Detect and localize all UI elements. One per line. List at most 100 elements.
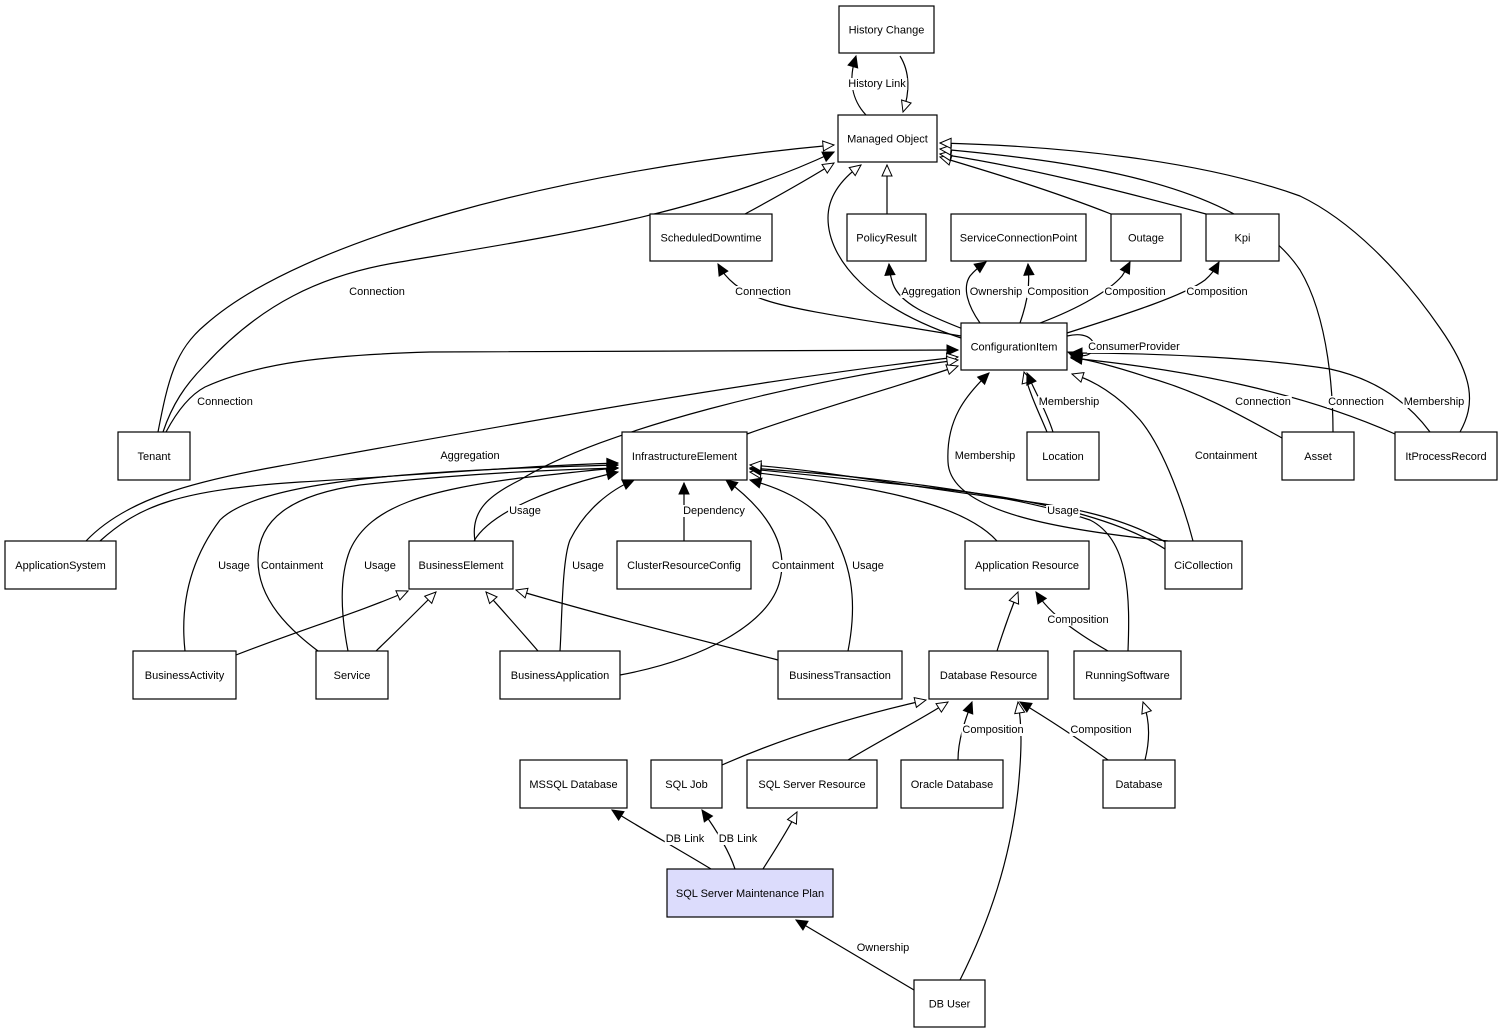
node-db-user[interactable]: DB User [913, 979, 986, 1028]
node-service[interactable]: Service [315, 650, 389, 700]
association-arrowhead [701, 809, 714, 823]
node-sql-job[interactable]: SQL Job [650, 759, 723, 809]
inheritance-arrowhead [748, 460, 762, 472]
node-label: BusinessApplication [511, 670, 609, 682]
node-running-software[interactable]: RunningSoftware [1073, 650, 1182, 700]
node-label: SQL Job [665, 779, 707, 791]
node-label: Tenant [137, 451, 170, 463]
node-box [499, 650, 621, 700]
edge-label: Usage [364, 560, 396, 572]
association-arrowhead [847, 54, 859, 69]
node-label: History Change [849, 25, 925, 37]
edge-sql-job-to-database-resource [721, 699, 927, 766]
node-sql-server-maintenance-plan[interactable]: SQL Server Maintenance Plan [666, 868, 834, 918]
node-business-activity[interactable]: BusinessActivity [132, 650, 237, 700]
edge-label: Usage [509, 505, 541, 517]
edge-ci-collection-to-configuration-item [1071, 373, 1194, 542]
node-application-resource[interactable]: Application Resource [964, 540, 1090, 590]
edge-label-background [571, 560, 605, 572]
association-arrowhead [610, 809, 625, 822]
edge-application-system-to-configuration-item [85, 356, 959, 542]
node-oracle-database[interactable]: Oracle Database [900, 759, 1004, 809]
edge-label: Composition [1186, 286, 1247, 298]
node-managed-object[interactable]: Managed Object [837, 114, 938, 163]
edge-label-background [1087, 341, 1182, 353]
node-box [1110, 213, 1182, 262]
node-history-change[interactable]: History Change [838, 5, 935, 54]
inheritance-arrowhead [913, 696, 928, 709]
node-label: SQL Server Resource [758, 779, 865, 791]
inheritance-arrowhead [900, 99, 912, 114]
node-service-connection-point[interactable]: ServiceConnectionPoint [950, 213, 1087, 262]
edge-kpi-to-managed-object [939, 153, 1207, 215]
edge-label: Usage [218, 560, 250, 572]
edge-label: Composition [1104, 286, 1165, 298]
edge-label: Membership [1039, 396, 1100, 408]
node-box [1164, 540, 1243, 590]
edge-label-background [1402, 396, 1466, 408]
inheritance-arrowhead [1141, 700, 1153, 715]
association-arrowhead [962, 700, 974, 715]
inheritance-arrowhead [945, 364, 960, 376]
edge-sql-server-resource-to-database-resource [847, 701, 949, 761]
node-business-application[interactable]: BusinessApplication [499, 650, 621, 700]
node-business-element[interactable]: BusinessElement [408, 540, 514, 590]
node-database-resource[interactable]: Database Resource [928, 650, 1049, 700]
node-ci-collection[interactable]: CiCollection [1164, 540, 1243, 590]
edge-label: ConsumerProvider [1088, 341, 1180, 353]
node-label: Managed Object [847, 134, 928, 146]
edge-label-background [734, 286, 792, 298]
association-arrowhead [1026, 371, 1037, 386]
node-scheduled-downtime[interactable]: ScheduledDowntime [649, 213, 773, 262]
node-business-transaction[interactable]: BusinessTransaction [777, 650, 903, 700]
edge-label: Aggregation [901, 286, 960, 298]
node-mssql-database[interactable]: MSSQL Database [519, 759, 628, 809]
node-label: BusinessElement [419, 560, 504, 572]
association-arrowhead [1069, 347, 1083, 359]
inheritance-arrowhead [881, 163, 893, 177]
node-asset[interactable]: Asset [1281, 431, 1355, 481]
node-database[interactable]: Database [1102, 759, 1176, 809]
node-label: ScheduledDowntime [661, 233, 762, 245]
edge-business-transaction-to-business-element [515, 589, 779, 661]
node-cluster-resource-config[interactable]: ClusterResourceConfig [616, 540, 752, 590]
node-kpi[interactable]: Kpi [1205, 213, 1280, 262]
edge-label-background [770, 560, 836, 572]
node-box [315, 650, 389, 700]
edge-label-background [900, 286, 962, 298]
node-policy-result[interactable]: PolicyResult [846, 213, 927, 262]
node-box [408, 540, 514, 590]
edge-label: Composition [1047, 614, 1108, 626]
edges-layer [85, 54, 1471, 991]
edge-configuration-item-to-scheduled-downtime [717, 263, 962, 337]
edge-label: Connection [1235, 396, 1291, 408]
edge-business-application-to-business-element [485, 591, 539, 652]
node-label: Database Resource [940, 670, 1037, 682]
edge-label: Dependency [683, 505, 745, 517]
node-label: ApplicationSystem [15, 560, 106, 572]
node-box [1102, 759, 1176, 809]
node-location[interactable]: Location [1026, 431, 1100, 481]
node-infrastructure-element[interactable]: InfrastructureElement [621, 431, 748, 481]
node-label: SQL Server Maintenance Plan [676, 888, 824, 900]
node-sql-server-resource[interactable]: SQL Server Resource [746, 759, 878, 809]
edge-label: Composition [962, 724, 1023, 736]
node-tenant[interactable]: Tenant [117, 431, 191, 481]
edge-tenant-to-managed-object [162, 151, 835, 433]
node-application-system[interactable]: ApplicationSystem [4, 540, 117, 590]
edge-business-activity-to-business-element [235, 590, 409, 656]
edge-db-user-to-sql-server-maintenance-plan [795, 919, 915, 991]
association-arrowhead [946, 344, 960, 356]
edge-label: Containment [772, 560, 834, 572]
edge-tenant-to-managed-object [157, 144, 835, 433]
edge-label-background [1037, 396, 1101, 408]
node-configuration-item[interactable]: ConfigurationItem [960, 322, 1068, 371]
node-box [4, 540, 117, 590]
node-outage[interactable]: Outage [1110, 213, 1182, 262]
inheritance-arrowhead [935, 701, 950, 714]
node-label: ConfigurationItem [971, 342, 1058, 354]
edge-service-to-infrastructure-element [341, 467, 619, 652]
node-box [913, 979, 986, 1028]
node-it-process-record[interactable]: ItProcessRecord [1394, 431, 1498, 481]
inheritance-arrowhead [485, 591, 498, 605]
